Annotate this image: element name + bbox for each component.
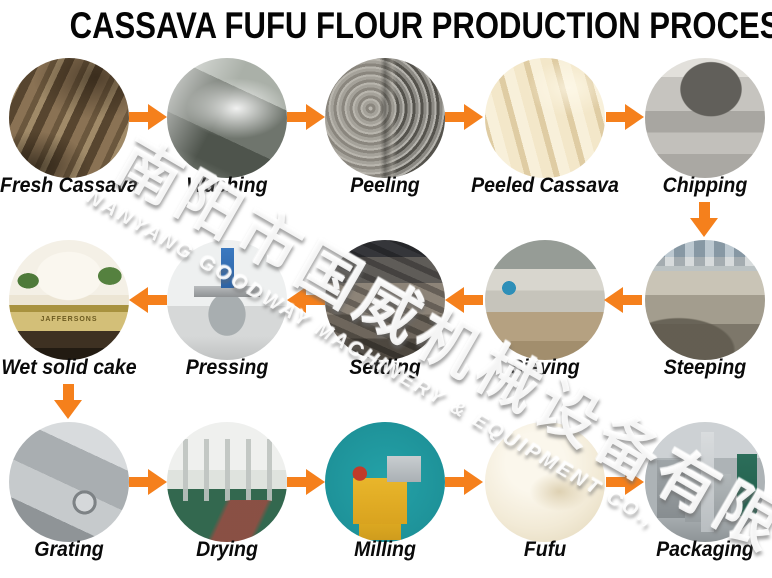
grating-photo <box>9 422 129 542</box>
arrow-right-icon <box>129 469 167 495</box>
page-title: CASSAVA FUFU FLOUR PRODUCTION PROCESS <box>0 5 772 47</box>
step-label: Washing <box>186 174 268 197</box>
peeling-photo <box>325 58 445 178</box>
settling-photo <box>325 240 445 360</box>
arrow-right-icon <box>287 469 325 495</box>
chipping-photo <box>645 58 765 178</box>
step-peeled-cassava: Peeled Cassava <box>471 58 619 210</box>
arrow-right-icon <box>287 104 325 130</box>
peeled-cassava-photo <box>485 58 605 178</box>
step-label: Peeled Cassava <box>471 174 619 197</box>
arrow-right-icon <box>445 469 483 495</box>
drying-photo <box>167 422 287 542</box>
steeping-photo <box>645 240 765 360</box>
wet-solid-cake-photo: JAFFERSONS <box>9 240 129 360</box>
step-label: Packaging <box>656 538 754 561</box>
fufu-photo <box>485 422 605 542</box>
arrow-down-icon <box>51 384 87 420</box>
step-grating: Grating <box>9 422 129 574</box>
arrow-right-icon <box>606 104 644 130</box>
arrow-down-icon <box>687 202 723 238</box>
step-washing: Washing <box>167 58 287 210</box>
step-label: Grating <box>34 538 104 561</box>
step-fresh-cassava: Fresh Cassava <box>0 58 138 210</box>
step-steeping: Steeping <box>645 240 765 392</box>
arrow-left-icon <box>129 287 167 313</box>
step-label: Pressing <box>185 356 269 379</box>
step-fufu: Fufu <box>485 422 605 574</box>
step-label: Peeling <box>350 174 420 197</box>
arrow-left-icon <box>287 287 325 313</box>
step-wet-solid-cake: JAFFERSONS Wet solid cake <box>1 240 137 392</box>
step-sieving: Sieving <box>485 240 605 392</box>
step-label: Fresh Cassava <box>0 174 138 197</box>
fresh-cassava-photo <box>9 58 129 178</box>
sieving-photo <box>485 240 605 360</box>
milling-photo <box>325 422 445 542</box>
arrow-right-icon <box>129 104 167 130</box>
step-label: Wet solid cake <box>1 356 137 379</box>
step-label: Drying <box>196 538 258 561</box>
step-packaging: Packaging <box>645 422 765 574</box>
step-label: Sieving <box>510 356 580 379</box>
pressing-photo <box>167 240 287 360</box>
step-peeling: Peeling <box>325 58 445 210</box>
arrow-right-icon <box>445 104 483 130</box>
arrow-left-icon <box>604 287 642 313</box>
arrow-right-icon <box>606 469 644 495</box>
step-chipping: Chipping <box>645 58 765 210</box>
step-settling: Settling <box>325 240 445 392</box>
step-label: Settling <box>349 356 421 379</box>
step-label: Chipping <box>662 174 748 197</box>
step-drying: Drying <box>167 422 287 574</box>
step-label: Fufu <box>523 538 567 561</box>
arrow-left-icon <box>445 287 483 313</box>
step-milling: Milling <box>325 422 445 574</box>
page-title-text: CASSAVA FUFU FLOUR PRODUCTION PROCESS <box>69 5 772 46</box>
washing-photo <box>167 58 287 178</box>
step-label: Steeping <box>663 356 747 379</box>
packaging-photo <box>645 422 765 542</box>
step-pressing: Pressing <box>167 240 287 392</box>
step-label: Milling <box>354 538 416 561</box>
jar-label-text: JAFFERSONS <box>40 315 98 323</box>
